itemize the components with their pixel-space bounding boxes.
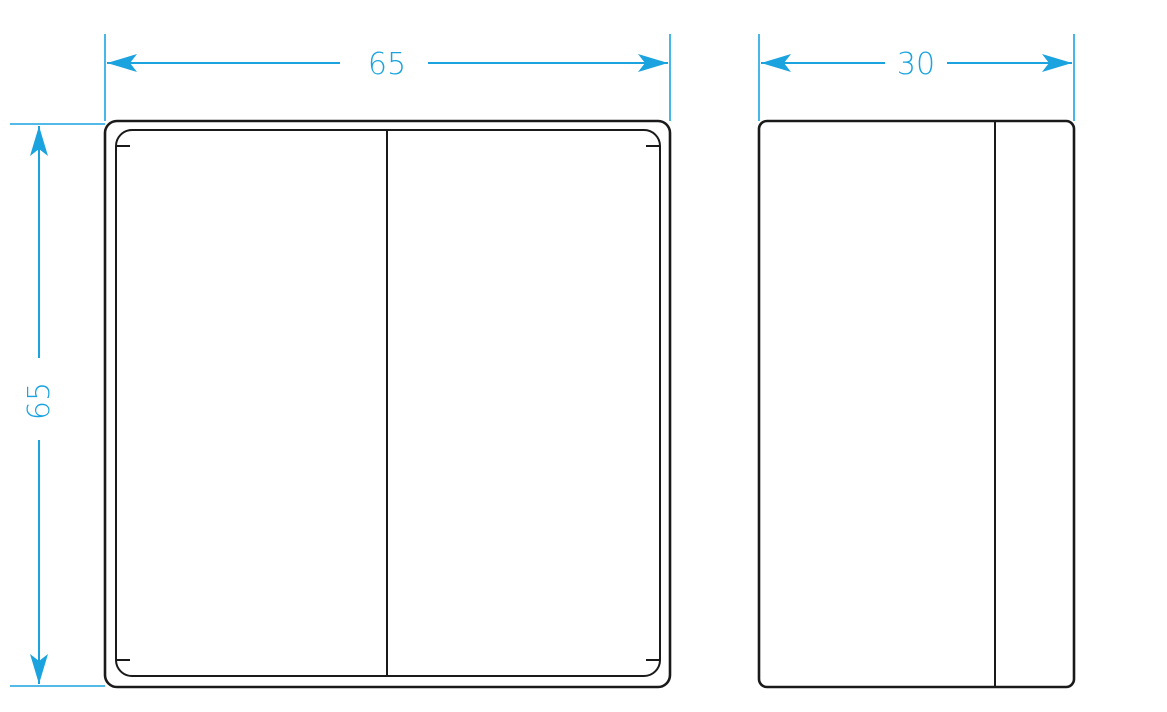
dimensions: 65 65 30 xyxy=(10,34,1075,687)
front-view xyxy=(103,119,672,689)
side-depth-label: 30 xyxy=(897,47,935,82)
front-outer-frame xyxy=(103,119,672,689)
front-width-label: 65 xyxy=(368,47,406,82)
side-outer-frame xyxy=(757,119,1076,689)
side-view xyxy=(757,119,1076,689)
front-height-label: 65 xyxy=(22,382,57,420)
